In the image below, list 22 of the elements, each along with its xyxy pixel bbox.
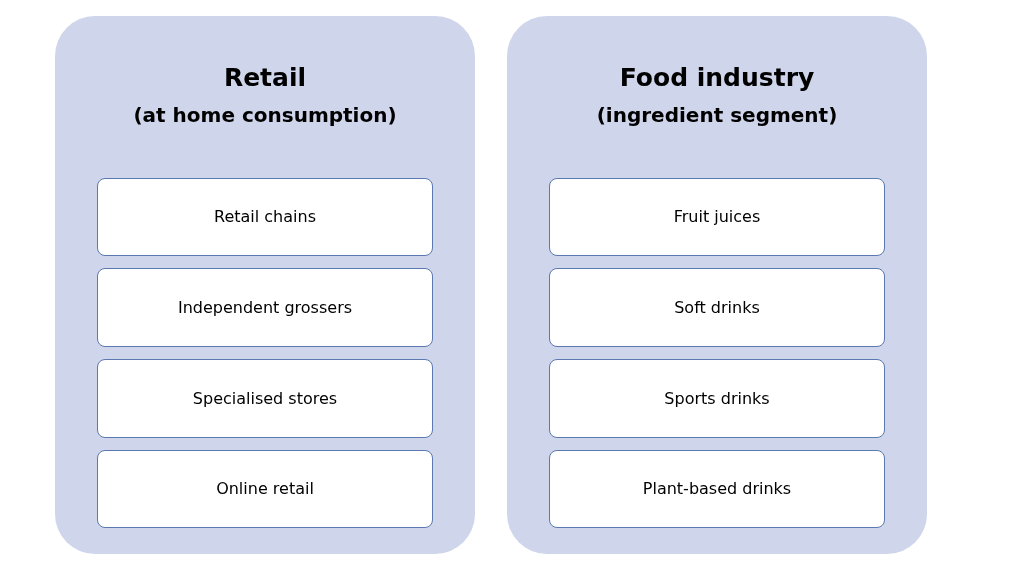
group-subtitle: (ingredient segment): [596, 102, 838, 128]
category-box: [549, 268, 885, 347]
category-box: [549, 178, 885, 256]
category-box: [97, 359, 433, 438]
category-label: Online retail: [216, 479, 314, 499]
category-box: [549, 359, 885, 438]
group-panel: [507, 16, 927, 554]
group-title: Retail: [223, 63, 307, 93]
category-box: [97, 178, 433, 256]
category-label: Fruit juices: [673, 207, 761, 227]
category-label: Sports drinks: [664, 388, 770, 409]
group-subtitle: (at home consumption): [133, 102, 397, 128]
category-label: Retail chains: [214, 207, 316, 227]
category-label: Specialised stores: [192, 388, 338, 409]
category-label: Independent grossers: [177, 297, 353, 318]
group-panel: [55, 16, 475, 554]
category-label: Soft drinks: [674, 297, 760, 318]
category-box: [97, 450, 433, 528]
category-box: [549, 450, 885, 528]
category-box: [97, 268, 433, 347]
category-label: Plant-based drinks: [642, 479, 792, 499]
group-title: Food industry: [619, 63, 815, 93]
